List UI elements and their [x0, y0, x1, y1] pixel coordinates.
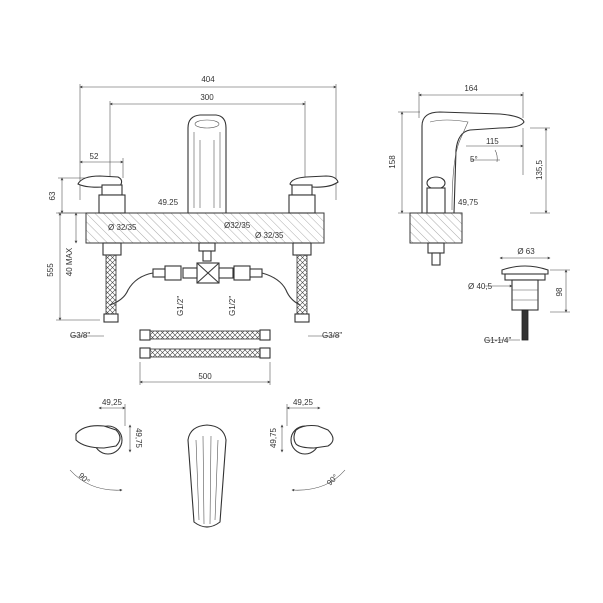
spout-spacing-label: 300: [200, 93, 214, 102]
dim-side-height: 158: [388, 111, 420, 214]
dim-spout-height: 135,5: [530, 127, 550, 214]
waste-body-label: Ø 40,5: [468, 282, 493, 291]
plan-left-angle-label: 90°: [77, 471, 92, 486]
spout-outlet: [194, 119, 220, 129]
hose2-braid: [149, 348, 261, 358]
right-valve-nut: [292, 242, 312, 256]
hose1-end-right: [259, 329, 271, 341]
handle-offset-label: 52: [90, 152, 99, 161]
waste-cap: [501, 265, 549, 275]
left-valve-body: [98, 194, 126, 214]
plan-left-lever: [75, 425, 121, 449]
hose1-braid: [149, 330, 261, 340]
spout-nut: [198, 242, 216, 252]
plan-left-handle: 49,25 49,75 90°: [69, 398, 143, 492]
dim-handle-offset: 52: [79, 152, 124, 178]
waste-body: [511, 279, 539, 311]
spout-body: [187, 114, 227, 214]
side-handle: [426, 176, 446, 190]
side-valve-body: [426, 187, 446, 214]
plan-spout-body: [187, 424, 227, 528]
handle-height-label: 63: [48, 191, 57, 200]
spout-height-label: 135,5: [535, 159, 544, 180]
hole-center-label: Ø32/35: [224, 221, 251, 230]
waste-thread-label: G1-1/4": [484, 336, 511, 345]
left-valve-fitting: [103, 313, 119, 323]
right-valve-collar: [291, 184, 313, 196]
plan-right-depth-label: 49,75: [269, 427, 278, 448]
plan-left-depth-label: 49,75: [134, 428, 143, 449]
waste-rod: [521, 309, 529, 341]
dim-waste-top: Ø 63: [499, 247, 551, 260]
right-valve-body: [288, 194, 316, 214]
connector-right-label: G1/2": [228, 296, 237, 316]
left-valve-hose: [105, 254, 117, 321]
side-stem: [431, 252, 441, 266]
dim-max-thickness: 40 MAX: [65, 212, 78, 276]
long-hoses: 500: [139, 329, 271, 385]
hose2-end-right: [259, 347, 271, 359]
hose2-end-left: [139, 347, 151, 359]
side-nut: [427, 242, 445, 254]
left-valve: [77, 175, 126, 323]
spout-stem: [202, 250, 212, 262]
right-hose-nut: [233, 265, 251, 281]
connector-left-label: G1/2": [176, 296, 185, 316]
plan-spout: [187, 424, 227, 528]
hole-right-label: Ø 32/35: [255, 231, 284, 240]
right-valve-fitting: [294, 313, 310, 323]
dim-waste-body: Ø 40,5: [468, 282, 513, 291]
hole-left-label: Ø 32/35: [108, 223, 137, 232]
overall-width-label: 404: [201, 75, 215, 84]
right-valve-hose: [296, 254, 308, 321]
dim-reach: 115: [466, 128, 524, 175]
plan-left-width-label: 49,25: [102, 398, 123, 407]
plan-right-angle-label: 90°: [325, 472, 340, 487]
thread-dimensions: G3/8" G3/8": [70, 331, 342, 340]
center-spout: 49.25: [158, 114, 227, 262]
hose1-end-left: [139, 329, 151, 341]
left-handle: [77, 175, 123, 188]
left-hose-stub: [152, 268, 166, 278]
dim-depth: 164: [418, 84, 524, 118]
side-height-label: 158: [388, 155, 397, 169]
waste-top-label: Ø 63: [517, 247, 535, 256]
depth-label: 164: [464, 84, 478, 93]
total-height-label: 555: [46, 263, 55, 277]
right-valve: [288, 175, 339, 323]
side-countertop: [409, 212, 463, 244]
connection-hoses: [109, 265, 301, 306]
side-spout-body: [421, 111, 525, 214]
dim-waste-thread: G1-1/4": [484, 336, 520, 345]
handle-base-label: 49,75: [458, 198, 479, 207]
front-view: 404 300 52 63 555: [46, 75, 342, 385]
plan-right-handle: 49,25 49,75 90°: [269, 398, 346, 492]
right-hose-stub: [249, 268, 263, 278]
reach-label: 115: [486, 137, 499, 146]
dim-angle: 5°: [470, 149, 500, 164]
t-connector-right-port: [218, 267, 234, 279]
left-hose-nut: [164, 265, 182, 281]
max-thickness-label: 40 MAX: [65, 247, 74, 276]
waste-view: Ø 63 Ø 40,5 98 G1-1/4": [468, 247, 570, 345]
left-valve-nut: [102, 242, 122, 256]
dim-waste-height: 98: [550, 269, 570, 313]
left-valve-collar: [101, 184, 123, 196]
t-connector-left-port: [182, 267, 198, 279]
waste-height-label: 98: [555, 287, 564, 296]
hose-length-label: 500: [198, 372, 212, 381]
waste-flange: [504, 273, 546, 281]
plan-right-lever: [293, 424, 334, 449]
thread-left-label: G3/8": [70, 331, 90, 340]
thread-right-label: G3/8": [322, 331, 342, 340]
angle-label: 5°: [470, 155, 478, 164]
t-connector: [182, 262, 234, 284]
dim-spout-spacing: 300: [109, 93, 306, 185]
plan-right-width-label: 49,25: [293, 398, 314, 407]
spout-base-label: 49.25: [158, 198, 179, 207]
right-handle: [289, 175, 339, 188]
side-view: 164 115 5° 158 135,5 49,75: [388, 84, 550, 266]
